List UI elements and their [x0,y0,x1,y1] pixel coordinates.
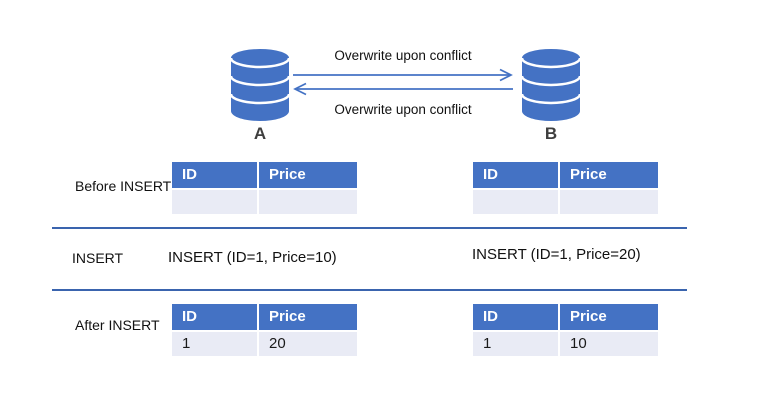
cell-id [172,190,257,214]
col-header-id: ID [172,162,257,188]
table-row [172,190,357,214]
sync-arrows-icon [293,68,513,96]
table-header-row: ID Price [172,162,357,188]
cell-price: 10 [560,332,658,356]
table-before-a: ID Price [172,162,357,216]
col-header-id: ID [473,304,558,330]
col-header-price: Price [560,162,658,188]
col-header-id: ID [172,304,257,330]
insert-statement-b: INSERT (ID=1, Price=20) [472,246,641,263]
table-row: 1 10 [473,332,658,356]
table-row [473,190,658,214]
table-header-row: ID Price [172,304,357,330]
table-after-b: ID Price 1 10 [473,304,658,358]
database-a-icon [230,49,290,121]
after-insert-label: After INSERT [75,317,160,333]
cell-price [560,190,658,214]
cell-price: 20 [259,332,357,356]
table-header-row: ID Price [473,162,658,188]
insert-statement-a: INSERT (ID=1, Price=10) [168,249,337,266]
before-insert-label: Before INSERT [75,178,172,194]
col-header-price: Price [560,304,658,330]
cell-price [259,190,357,214]
col-header-id: ID [473,162,558,188]
table-after-a: ID Price 1 20 [172,304,357,358]
section-divider [52,227,687,229]
database-a-label: A [253,124,267,143]
table-before-b: ID Price [473,162,658,216]
cell-id [473,190,558,214]
cell-id: 1 [473,332,558,356]
table-row: 1 20 [172,332,357,356]
col-header-price: Price [259,162,357,188]
col-header-price: Price [259,304,357,330]
database-b-icon [521,49,581,121]
table-header-row: ID Price [473,304,658,330]
cell-id: 1 [172,332,257,356]
section-divider [52,289,687,291]
database-b-label: B [544,124,558,143]
arrow-forward-label: Overwrite upon conflict [334,48,472,63]
insert-label: INSERT [72,250,124,266]
arrow-backward-label: Overwrite upon conflict [334,102,472,117]
